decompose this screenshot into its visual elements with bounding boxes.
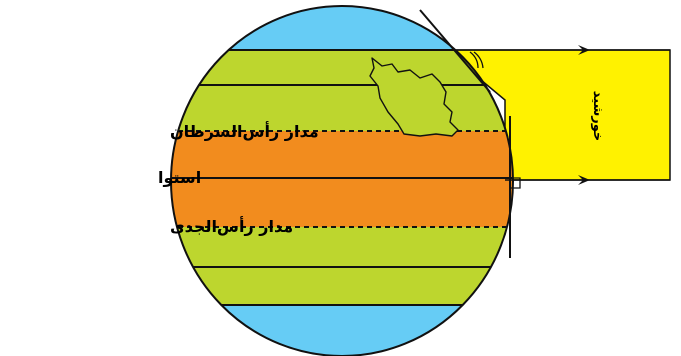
north-polar-zone [160,0,530,50]
tropic-capricorn-label: مدار رأس‌الجدی [170,216,293,236]
tropic-cancer-label: مدار رأس‌السرطان [170,121,319,141]
sun-label: خورشید [590,91,605,142]
equator-label: استوا [158,168,201,187]
south-polar-zone [160,305,530,356]
